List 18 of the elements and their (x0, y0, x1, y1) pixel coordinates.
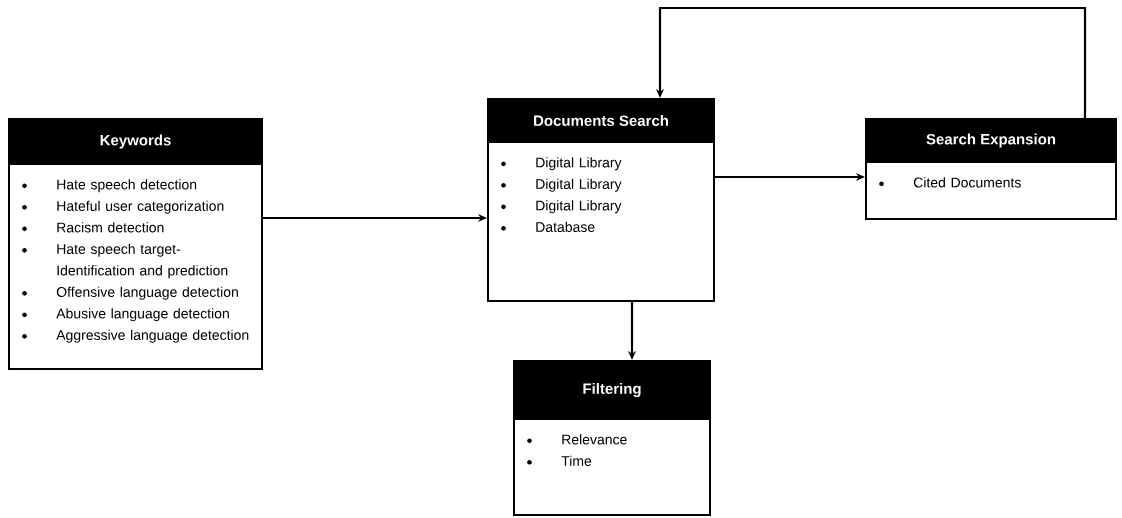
bullet-item: Digital Library (501, 200, 622, 214)
bullet-item: Relevance (527, 434, 627, 445)
bullet-item: Offensive language detection (22, 286, 238, 300)
list-box: Keywords Hate speech detection Hateful user categorization Racism detection Hate speech target- Identification and prediction Offensive language detection Abusive language detection Aggressive language detection (8, 118, 263, 370)
bullet-item: Hate speech detection (22, 179, 197, 193)
list-box: Filtering Relevance Time (513, 360, 711, 516)
bullet-item: Aggressive language detection (22, 329, 249, 343)
bullet-item: Hate speech target- Identification and prediction (22, 243, 228, 279)
bullet-item: Time (527, 455, 592, 466)
bullet-item: Digital Library (501, 178, 622, 192)
bullet-item: Database (501, 221, 595, 232)
bullet-item: Cited Documents (879, 177, 1021, 188)
bullet-item: Digital Library (501, 157, 622, 171)
list-box: Documents Search Digital Library Digital Library Digital Library Database (487, 98, 715, 302)
bullet-item: Abusive language detection (22, 308, 229, 322)
bullet-item: Racism detection (22, 222, 164, 233)
list-box: Search Expansion Cited Documents (865, 118, 1117, 220)
bullet-item: Hateful user categorization (22, 200, 224, 214)
